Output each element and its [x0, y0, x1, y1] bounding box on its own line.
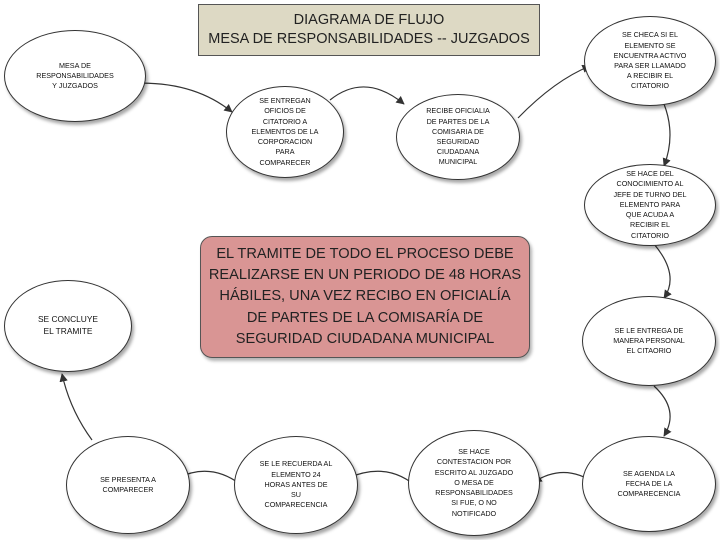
center-note-box: EL TRAMITE DE TODO EL PROCESO DEBE REALI… [200, 236, 530, 358]
node-contestacion-escrito: SE HACE CONTESTACION POR ESCRITO AL JUZG… [408, 430, 540, 536]
node-recibe-oficialia: RECIBE OFICIALIA DE PARTES DE LA COMISAR… [396, 94, 520, 180]
node-checa-elemento: SE CHECA SI EL ELEMENTO SE ENCUENTRA ACT… [584, 16, 716, 106]
arrow-presenta-to-concluye [59, 373, 93, 441]
arrow-recibe-to-checa [517, 64, 591, 119]
arrow-conocimiento-to-entrega [653, 243, 672, 299]
arrow-entrega-to-agenda [653, 385, 672, 437]
center-note-text: EL TRAMITE DE TODO EL PROCESO DEBE REALI… [208, 246, 522, 347]
node-entregan-oficios: SE ENTREGAN OFICIOS DE CITATORIO A ELEME… [226, 86, 344, 178]
title-line-2: MESA DE RESPONSABILIDADES -- JUZGADOS [208, 31, 530, 47]
node-mesa-responsabilidades: MESA DE RESPONSABILIDADES Y JUZGADOS [4, 30, 146, 122]
title-line-1: DIAGRAMA DE FLUJO [293, 12, 445, 29]
arrow-entregan-to-recibe [329, 86, 405, 105]
node-concluye-tramite: SE CONCLUYE EL TRAMITE [4, 280, 132, 372]
diagram-title: DIAGRAMA DE FLUJO MESA DE RESPONSABILIDA… [198, 4, 540, 56]
node-recuerda-elemento: SE LE RECUERDA AL ELEMENTO 24 HORAS ANTE… [234, 436, 358, 534]
arrow-checa-to-conocimiento [662, 103, 671, 167]
node-agenda-fecha: SE AGENDA LA FECHA DE LA COMPARECENCIA [582, 436, 716, 532]
node-presenta-comparecer: SE PRESENTA A COMPARECER [66, 436, 190, 534]
node-entrega-personal: SE LE ENTREGA DE MANERA PERSONAL EL CITA… [582, 296, 716, 386]
node-conocimiento-jefe: SE HACE DEL CONOCIMIENTO AL JEFE DE TURN… [584, 164, 716, 246]
